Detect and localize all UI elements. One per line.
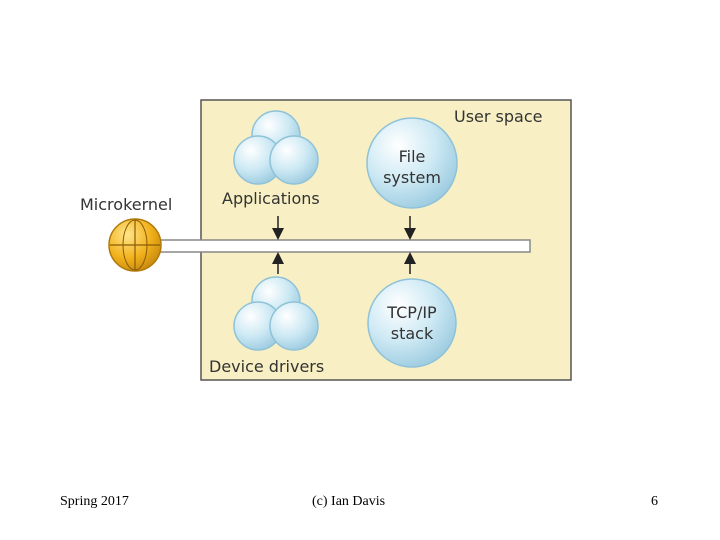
microkernel-label: Microkernel (80, 195, 172, 214)
footer-author: (c) Ian Davis (312, 494, 386, 509)
file-system-label-line2: system (383, 168, 441, 187)
tcpip-label-line2: stack (391, 324, 434, 343)
device-drivers-icon (233, 276, 319, 351)
user-space-label: User space (454, 107, 543, 126)
footer-page-number: 6 (651, 494, 658, 509)
file-system-icon (366, 117, 458, 209)
applications-label: Applications (222, 189, 320, 208)
kernel-bus (157, 239, 531, 253)
microkernel-icon (108, 218, 162, 272)
footer-date: Spring 2017 (60, 494, 129, 509)
tcpip-label-line1: TCP/IP (386, 303, 437, 322)
device-drivers-label: Device drivers (209, 357, 324, 376)
file-system-label-line1: File (399, 147, 426, 166)
applications-icon (233, 110, 319, 185)
tcpip-stack-icon (367, 278, 457, 368)
